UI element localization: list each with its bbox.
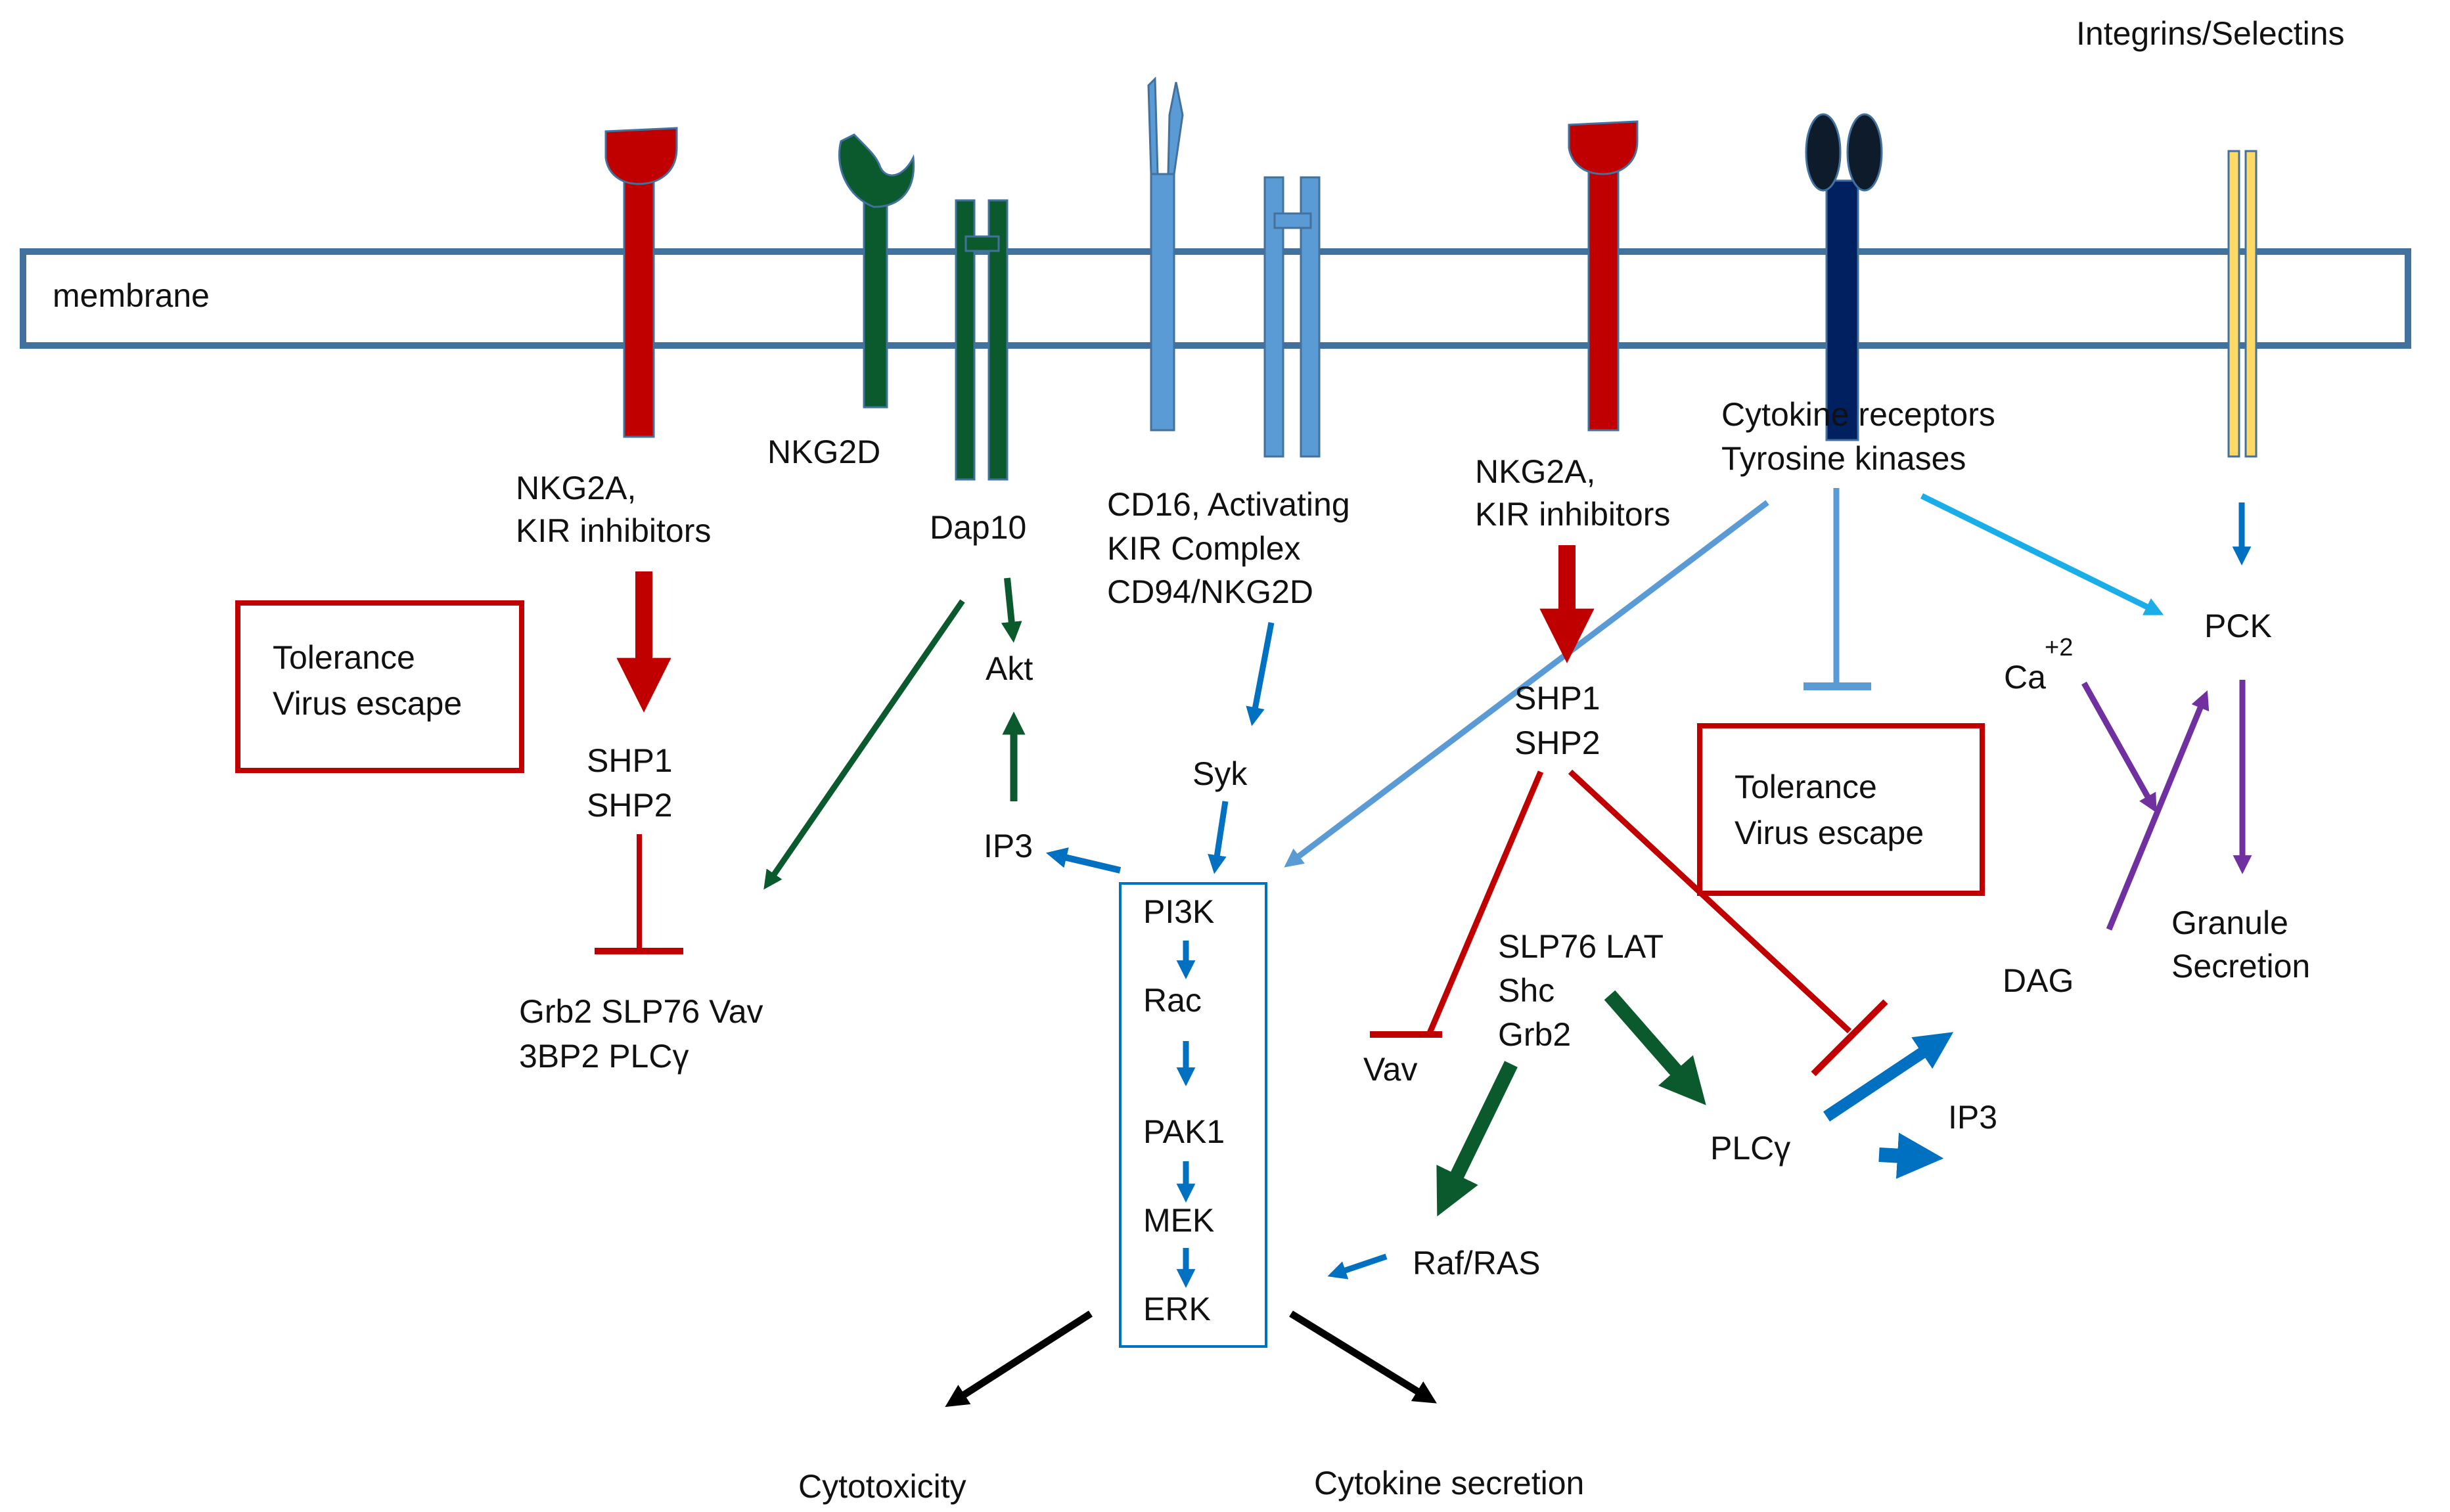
cytokine-receptor	[1805, 113, 1883, 441]
nkg2a-right-label: NKG2A,	[1475, 453, 1595, 490]
arrow-dap10-to-targets	[763, 599, 965, 890]
rac-label: Rac	[1143, 982, 1202, 1019]
inhibit-shp-to-plcg	[1568, 769, 1888, 1077]
ip3-right-label: IP3	[1948, 1099, 1997, 1136]
shp2-left-label: SHP2	[587, 787, 673, 824]
cytokine-secretion-label: Cytokine secretion	[1314, 1465, 1584, 1501]
integrins-label: Integrins/Selectins	[2076, 15, 2345, 52]
adaptors-label-3: Grb2	[1498, 1016, 1571, 1053]
tolerance-box-right: Tolerance Virus escape	[1697, 723, 1985, 896]
integrin-receptor	[2227, 150, 2257, 458]
cd16-label-2: KIR Complex	[1107, 530, 1301, 567]
ca-label: Ca	[2004, 659, 2046, 696]
pi3k-label: PI3K	[1143, 893, 1214, 930]
svg-text:Tolerance: Tolerance	[273, 639, 415, 676]
cytokine-label-2: Tyrosine kinases	[1721, 440, 1966, 477]
dap10-label: Dap10	[930, 509, 1026, 546]
arrow-ca-to-pck	[2081, 681, 2157, 813]
kir-left-label: KIR inhibitors	[516, 512, 711, 549]
raf-ras-label: Raf/RAS	[1413, 1245, 1541, 1281]
ca-superscript: +2	[2045, 634, 2073, 661]
mapk-cascade-box	[1119, 882, 1267, 1348]
nkg2d-label: NKG2D	[767, 434, 880, 470]
pck-label: PCK	[2204, 608, 2272, 644]
arrow-raf-to-erk	[1327, 1253, 1388, 1279]
adaptors-label-2: Shc	[1498, 972, 1554, 1009]
nkg2a-left-label: NKG2A,	[516, 470, 636, 506]
kir-complex-receptor	[1263, 176, 1321, 458]
cd16-receptor	[1147, 76, 1184, 432]
erk-label: ERK	[1143, 1291, 1211, 1327]
arrow-dap10-to-akt	[1001, 577, 1022, 643]
cytokine-label-1: Cytokine receptors	[1721, 396, 1995, 433]
left-targets-label-2: 3BP2 PLCγ	[519, 1038, 689, 1075]
arrow-cytokine-to-pck	[1920, 493, 2164, 615]
dag-label: DAG	[2003, 962, 2074, 999]
kir-right-label: KIR inhibitors	[1475, 496, 1670, 533]
akt-label: Akt	[986, 650, 1033, 687]
nkg2a-receptor-right	[1568, 120, 1639, 432]
granule-label-2: Secretion	[2171, 948, 2310, 985]
arrow-grb2-to-raf	[1436, 1061, 1518, 1216]
nkg2a-receptor-left	[604, 127, 678, 438]
syk-label: Syk	[1192, 755, 1248, 792]
cd16-label-1: CD16, Activating	[1107, 486, 1350, 523]
pak1-label: PAK1	[1143, 1113, 1225, 1150]
arrow-pi3k-to-ip3	[1045, 847, 1122, 874]
shp2-right-label: SHP2	[1514, 724, 1600, 761]
arrow-dag-to-pck	[2106, 690, 2210, 931]
dap10-receptor	[955, 199, 1009, 481]
arrow-cytokine-to-pi3k	[1284, 500, 1769, 868]
mek-label: MEK	[1143, 1202, 1214, 1239]
plcg-label: PLCγ	[1710, 1130, 1790, 1167]
shp1-left-label: SHP1	[587, 742, 673, 779]
membrane-label: membrane	[53, 277, 210, 314]
arrow-adaptors-to-plcg	[1604, 990, 1706, 1105]
arrow-plcg-to-ip3	[1878, 1132, 1944, 1179]
arrow-syk-to-pi3k	[1208, 801, 1229, 874]
inhibit-cytokine	[1803, 488, 1871, 690]
shp1-right-label: SHP1	[1514, 680, 1600, 717]
inhibit-shp-left	[595, 834, 683, 954]
tolerance-box-left: Tolerance Virus escape	[235, 600, 524, 773]
granule-label-1: Granule	[2171, 904, 2288, 941]
left-targets-label-1: Grb2 SLP76 Vav	[519, 993, 763, 1030]
vav-right-label: Vav	[1363, 1051, 1417, 1088]
adaptors-label-1: SLP76 LAT	[1498, 928, 1664, 965]
cd16-label-3: CD94/NKG2D	[1107, 573, 1313, 610]
arrow-erk-to-cytotoxicity	[945, 1310, 1093, 1408]
svg-text:Virus escape: Virus escape	[273, 685, 462, 722]
inhibit-shp-to-vav	[1370, 770, 1544, 1038]
nkg2d-receptor	[838, 133, 915, 409]
ip3-center-label: IP3	[984, 828, 1033, 864]
membrane-bar	[20, 248, 2411, 349]
arrow-cd16-to-syk	[1246, 622, 1275, 726]
svg-text:Tolerance: Tolerance	[1735, 768, 1877, 805]
svg-text:Virus escape: Virus escape	[1735, 814, 1924, 851]
cytotoxicity-label: Cytotoxicity	[798, 1468, 966, 1505]
arrow-plcg-to-dag	[1823, 1032, 1954, 1122]
arrow-erk-to-cytokine-secretion	[1289, 1310, 1437, 1404]
